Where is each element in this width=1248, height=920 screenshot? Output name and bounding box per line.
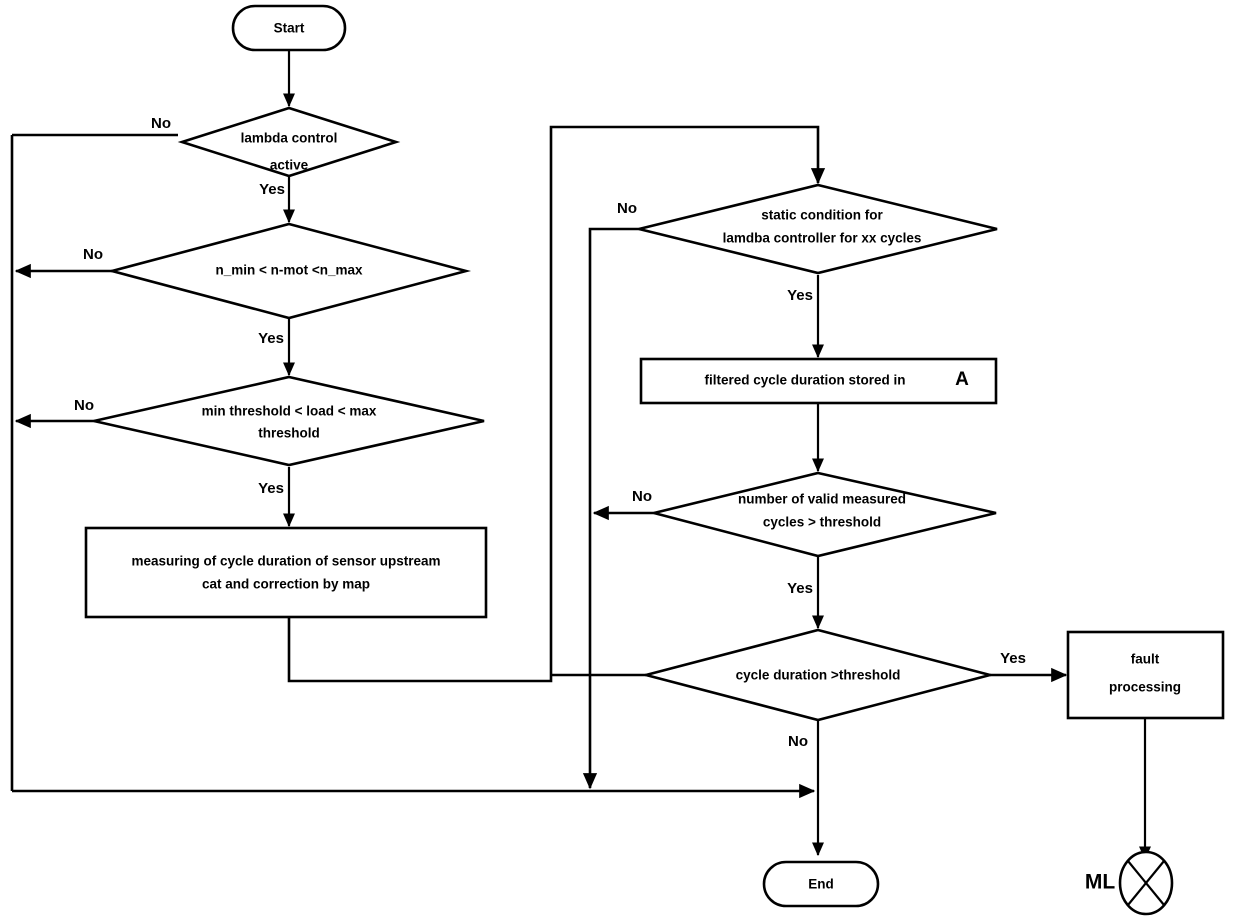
node-measure-cycle-duration[interactable]: measuring of cycle duration of sensor up… [84,526,488,619]
node-end-label: End [808,877,834,892]
edge-label-cycledur-yes: Yes [1000,650,1026,667]
node-static-line1: static condition for [761,208,883,223]
node-speed-line1: n_min < n-mot <n_max [215,263,363,278]
edge-label-lambda-yes: Yes [259,181,285,198]
edge-measure-to-static [287,125,826,683]
node-ml-indicator[interactable]: ML [1085,850,1174,916]
node-start-label: Start [274,21,305,36]
edge-label-static-yes: Yes [787,287,813,304]
node-measure-line2: cat and correction by map [202,577,370,592]
node-lambda-control-active[interactable]: lambda control active [177,106,401,178]
edge-label-speed-no: No [83,246,103,263]
node-store-line1: filtered cycle duration stored in [704,373,905,388]
edge-label-valid-no: No [632,488,652,505]
edge-label-valid-yes: Yes [787,580,813,597]
edge-static-no-to-bottom-bus [582,227,645,790]
node-lambda-line1: lambda control [241,131,338,146]
node-static-line2: lamdba controller for xx cycles [723,231,922,246]
node-static-condition[interactable]: static condition for lamdba controller f… [638,183,998,275]
node-fault-line1: fault [1131,652,1160,667]
node-lambda-line2: active [270,158,309,173]
node-valid-line2: cycles > threshold [763,515,881,530]
node-speed-range[interactable]: n_min < n-mot <n_max [106,222,472,320]
node-cycledur-line1: cycle duration >threshold [736,668,901,683]
node-valid-cycles[interactable]: number of valid measured cycles > thresh… [653,471,997,558]
node-cycle-duration-threshold[interactable]: cycle duration >threshold [640,628,996,722]
node-fault-processing[interactable]: fault processing [1066,630,1225,720]
edge-label-speed-yes: Yes [258,330,284,347]
edge-label-cycledur-no: No [788,733,808,750]
node-valid-line1: number of valid measured [738,492,906,507]
node-load-line2: threshold [258,426,320,441]
ml-lamp-cross-2 [1127,860,1165,906]
node-load-line1: min threshold < load < max [202,404,377,419]
node-load-range[interactable]: min threshold < load < max threshold [93,375,485,467]
edge-label-lambda-no: No [151,115,171,132]
node-end[interactable]: End [762,860,880,908]
edge-label-static-no: No [617,200,637,217]
edge-label-load-no: No [74,397,94,414]
node-start[interactable]: Start [231,4,347,52]
node-fault-line2: processing [1109,680,1181,695]
node-ml-label: ML [1085,871,1115,894]
node-store-filtered-duration[interactable]: filtered cycle duration stored in A [639,357,998,405]
node-store-accent: A [955,369,969,390]
node-measure-line1: measuring of cycle duration of sensor up… [131,554,440,569]
edge-label-load-yes: Yes [258,480,284,497]
